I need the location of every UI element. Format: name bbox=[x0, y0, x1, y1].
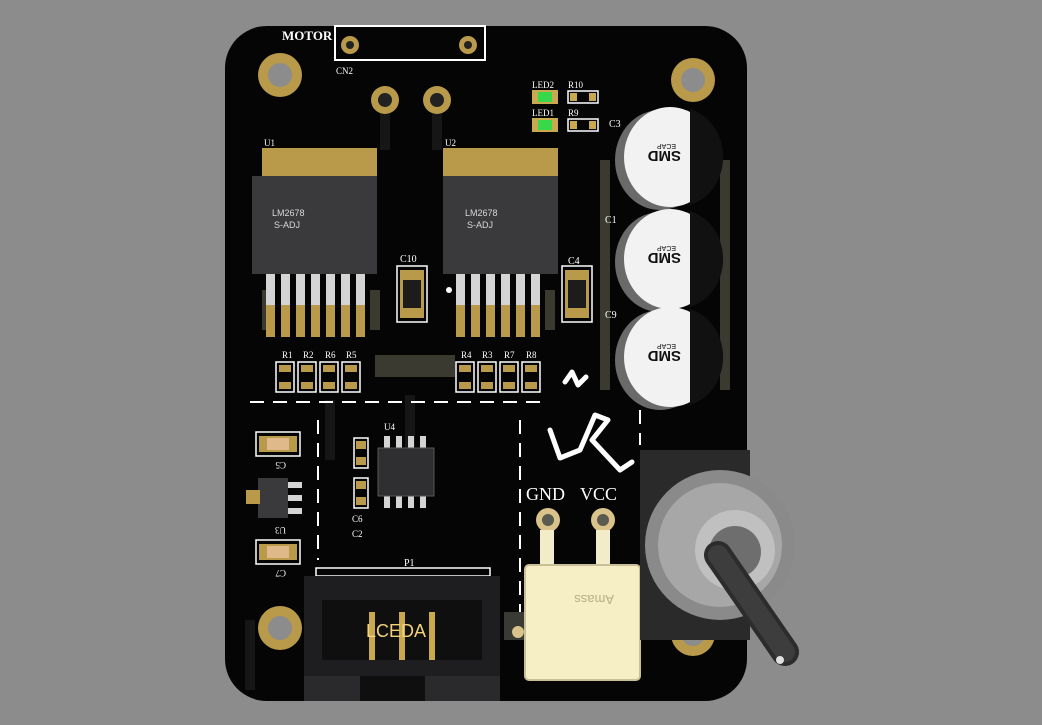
u4-label: U4 bbox=[384, 422, 395, 432]
c7-capacitor: C7 bbox=[255, 539, 301, 578]
r7-label: R7 bbox=[504, 350, 515, 360]
cap-c9: SMD ECAP bbox=[615, 307, 724, 410]
cap-c3-brand: SMD bbox=[648, 147, 682, 164]
c10-capacitor: C10 bbox=[396, 254, 428, 323]
gnd-label: GND bbox=[526, 484, 565, 504]
cap-c9-brand: SMD bbox=[648, 347, 682, 364]
amass-text: Amass bbox=[574, 592, 614, 607]
c4-capacitor: C4 bbox=[561, 256, 593, 323]
cap-c1-brand: SMD bbox=[648, 249, 682, 266]
r2-label: R2 bbox=[303, 350, 314, 360]
cap-c1-series: ECAP bbox=[657, 244, 676, 251]
led-group: LED2 LED1 R10 R9 bbox=[532, 80, 599, 132]
u2-regulator: U2 LM2678 S-ADJ bbox=[443, 138, 558, 337]
c1-label: C1 bbox=[605, 215, 617, 226]
vcc-label: VCC bbox=[580, 484, 617, 504]
electrolytic-capacitors: C3 C1 C9 SMD ECAP SMD ECAP SMD ECAP bbox=[605, 107, 724, 410]
c3-label: C3 bbox=[609, 119, 621, 130]
c5-label: C5 bbox=[275, 460, 286, 470]
r5-label: R5 bbox=[346, 350, 357, 360]
u1-marking-1: LM2678 bbox=[272, 208, 305, 218]
u1-regulator: U1 LM2678 S-ADJ bbox=[252, 138, 377, 337]
led2-label: LED2 bbox=[532, 80, 554, 90]
c6-c2-capacitors: C6 C2 bbox=[352, 437, 369, 539]
led1-label: LED1 bbox=[532, 108, 554, 118]
silk-dividers bbox=[250, 401, 641, 640]
c6-label: C6 bbox=[352, 514, 363, 524]
c4-label: C4 bbox=[568, 256, 580, 267]
r4-label: R4 bbox=[461, 350, 472, 360]
logo-mark bbox=[547, 369, 635, 473]
u1-label: U1 bbox=[264, 138, 275, 148]
r1-label: R1 bbox=[282, 350, 293, 360]
u4-chip: U4 bbox=[377, 422, 435, 508]
r8-label: R8 bbox=[526, 350, 537, 360]
r6-label: R6 bbox=[325, 350, 336, 360]
cap-c1: SMD ECAP bbox=[615, 209, 724, 312]
c2-label: C2 bbox=[352, 529, 363, 539]
u3-label: U3 bbox=[275, 525, 286, 535]
resistor-row: R1 R2 R6 R5 R4 R3 R7 R8 bbox=[275, 350, 541, 393]
c9-label: C9 bbox=[605, 310, 617, 321]
p1-header: LCEDA P1 bbox=[304, 558, 500, 701]
u1-marking-2: S-ADJ bbox=[274, 220, 300, 230]
power-connector: GND VCC Amass bbox=[504, 484, 654, 681]
toggle-switch bbox=[640, 450, 799, 666]
c10-label: C10 bbox=[400, 254, 417, 265]
u3-regulator: U3 bbox=[246, 478, 302, 535]
u2-label: U2 bbox=[445, 138, 456, 148]
u2-marking-2: S-ADJ bbox=[467, 220, 493, 230]
motor-connector: MOTOR CN2 bbox=[282, 25, 486, 76]
r10-label: R10 bbox=[568, 80, 584, 90]
p1-connector-text: LCEDA bbox=[366, 621, 426, 641]
motor-label: MOTOR bbox=[282, 28, 333, 43]
p1-label: P1 bbox=[404, 558, 415, 569]
cap-c3-series: ECAP bbox=[657, 142, 676, 149]
c5-capacitor: C5 bbox=[255, 431, 301, 470]
cap-c3: SMD ECAP bbox=[615, 107, 724, 210]
c7-label: C7 bbox=[275, 568, 286, 578]
r9-label: R9 bbox=[568, 108, 579, 118]
cap-c9-series: ECAP bbox=[657, 342, 676, 349]
u2-marking-1: LM2678 bbox=[465, 208, 498, 218]
r3-label: R3 bbox=[482, 350, 493, 360]
cn2-label: CN2 bbox=[336, 66, 353, 76]
